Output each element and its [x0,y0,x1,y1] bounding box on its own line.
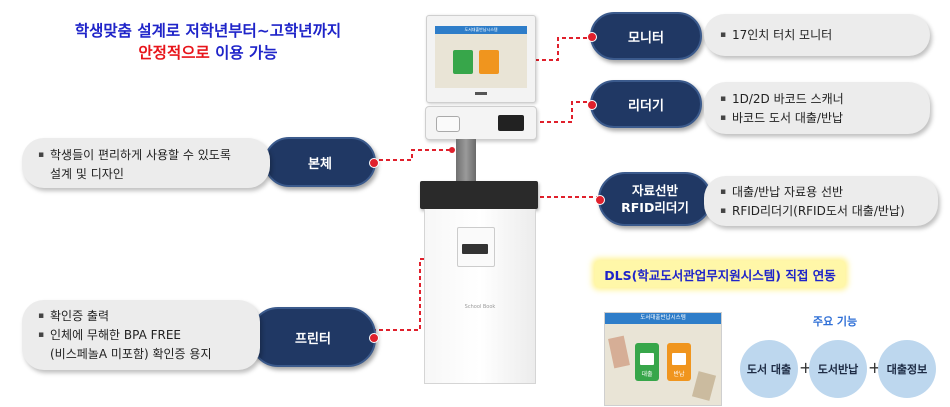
label-printer-text: 프린터 [295,331,331,347]
function-info: 대출정보 [878,340,936,398]
kiosk-neck [456,139,476,181]
label-shelf-line1: 자료선반 [631,183,678,198]
dls-books-decoration [608,335,630,369]
label-shelf: 자료선반 RFID리더기 [595,172,712,226]
label-body: 본체 [264,137,379,187]
desc-body: 학생들이 편리하게 사용할 수 있도록 설계 및 디자인 [22,138,270,188]
printer-slot [457,227,495,267]
kiosk-screen-title: 도서대출반납시스템 [435,26,527,34]
kiosk-brand: School Book [464,304,496,310]
desc-monitor-item: 17인치 터치 모니터 [720,26,930,45]
headline-line2: 안정적으로 이용 가능 [28,42,388,64]
kiosk-reader-head [425,106,537,140]
headline-highlight: 안정적으로 [138,44,210,62]
kiosk-shelf [420,181,538,209]
kiosk-monitor-logo [475,92,487,95]
desc-shelf-item: 대출/반납 자료용 선반 [720,183,938,202]
kiosk-cabinet: School Book [424,209,536,384]
barcode-scanner [498,115,524,131]
dls-screen-title: 도서대출반납시스템 [605,313,721,324]
connector-dot-icon [369,158,379,168]
book-icon [640,353,654,365]
desc-reader: 1D/2D 바코드 스캐너 바코드 도서 대출/반납 [704,82,930,134]
desc-printer: 확인증 출력 인체에 무해한 BPA FREE (비스페놀A 미포함) 확인증 … [22,300,260,370]
desc-printer-item: 인체에 무해한 BPA FREE [38,326,260,345]
desc-printer-item: 확인증 출력 [38,307,260,326]
label-reader-text: 리더기 [628,98,664,114]
function-return: 도서반납 [809,340,867,398]
kiosk: 도서대출반납시스템 School Book [420,15,540,385]
dls-screenshot: 도서대출반납시스템 대출 반납 [604,312,722,406]
kiosk-loan-button [453,50,473,74]
desc-shelf-item: RFID리더기(RFID도서 대출/반납) [720,202,938,221]
dls-title: DLS(학교도서관업무지원시스템) 직접 연동 [595,261,845,287]
kiosk-monitor: 도서대출반납시스템 [426,15,536,103]
printer-output [462,244,488,254]
connector-dot-icon [369,333,379,343]
label-printer: 프린터 [250,307,379,367]
kiosk-return-button [479,50,499,74]
function-loan: 도서 대출 [740,340,798,398]
desc-body-item: 설계 및 디자인 [50,167,124,181]
dls-loan-label: 대출 [641,371,653,378]
desc-reader-item: 1D/2D 바코드 스캐너 [720,90,930,109]
dls-books-decoration [691,371,717,401]
kiosk-screen: 도서대출반납시스템 [435,26,527,88]
book-icon [672,353,686,365]
dls-return-button: 반납 [667,343,691,381]
label-reader: 리더기 [587,80,702,128]
dls-loan-button: 대출 [635,343,659,381]
desc-body-item: 학생들이 편리하게 사용할 수 있도록 [38,146,270,165]
headline-suffix: 이용 가능 [209,44,278,62]
connector-dot-icon [587,100,597,110]
label-monitor-text: 모니터 [628,30,664,46]
functions-title: 주요 기능 [812,315,858,328]
desc-shelf: 대출/반납 자료용 선반 RFID리더기(RFID도서 대출/반납) [704,176,938,226]
headline: 학생맞춤 설계로 저학년부터~고학년까지 안정적으로 이용 가능 [28,20,388,64]
desc-printer-item: (비스페놀A 미포함) 확인증 용지 [50,347,212,361]
label-monitor: 모니터 [587,12,702,60]
label-shelf-line2: RFID리더기 [621,200,689,215]
dls-return-label: 반납 [673,371,685,378]
connector-dot-icon [595,195,605,205]
card-reader-icon [436,116,460,132]
headline-line1: 학생맞춤 설계로 저학년부터~고학년까지 [74,22,342,40]
label-body-text: 본체 [308,156,332,172]
connector-dot-icon [587,32,597,42]
desc-monitor: 17인치 터치 모니터 [704,14,930,56]
desc-reader-item: 바코드 도서 대출/반납 [720,109,930,128]
